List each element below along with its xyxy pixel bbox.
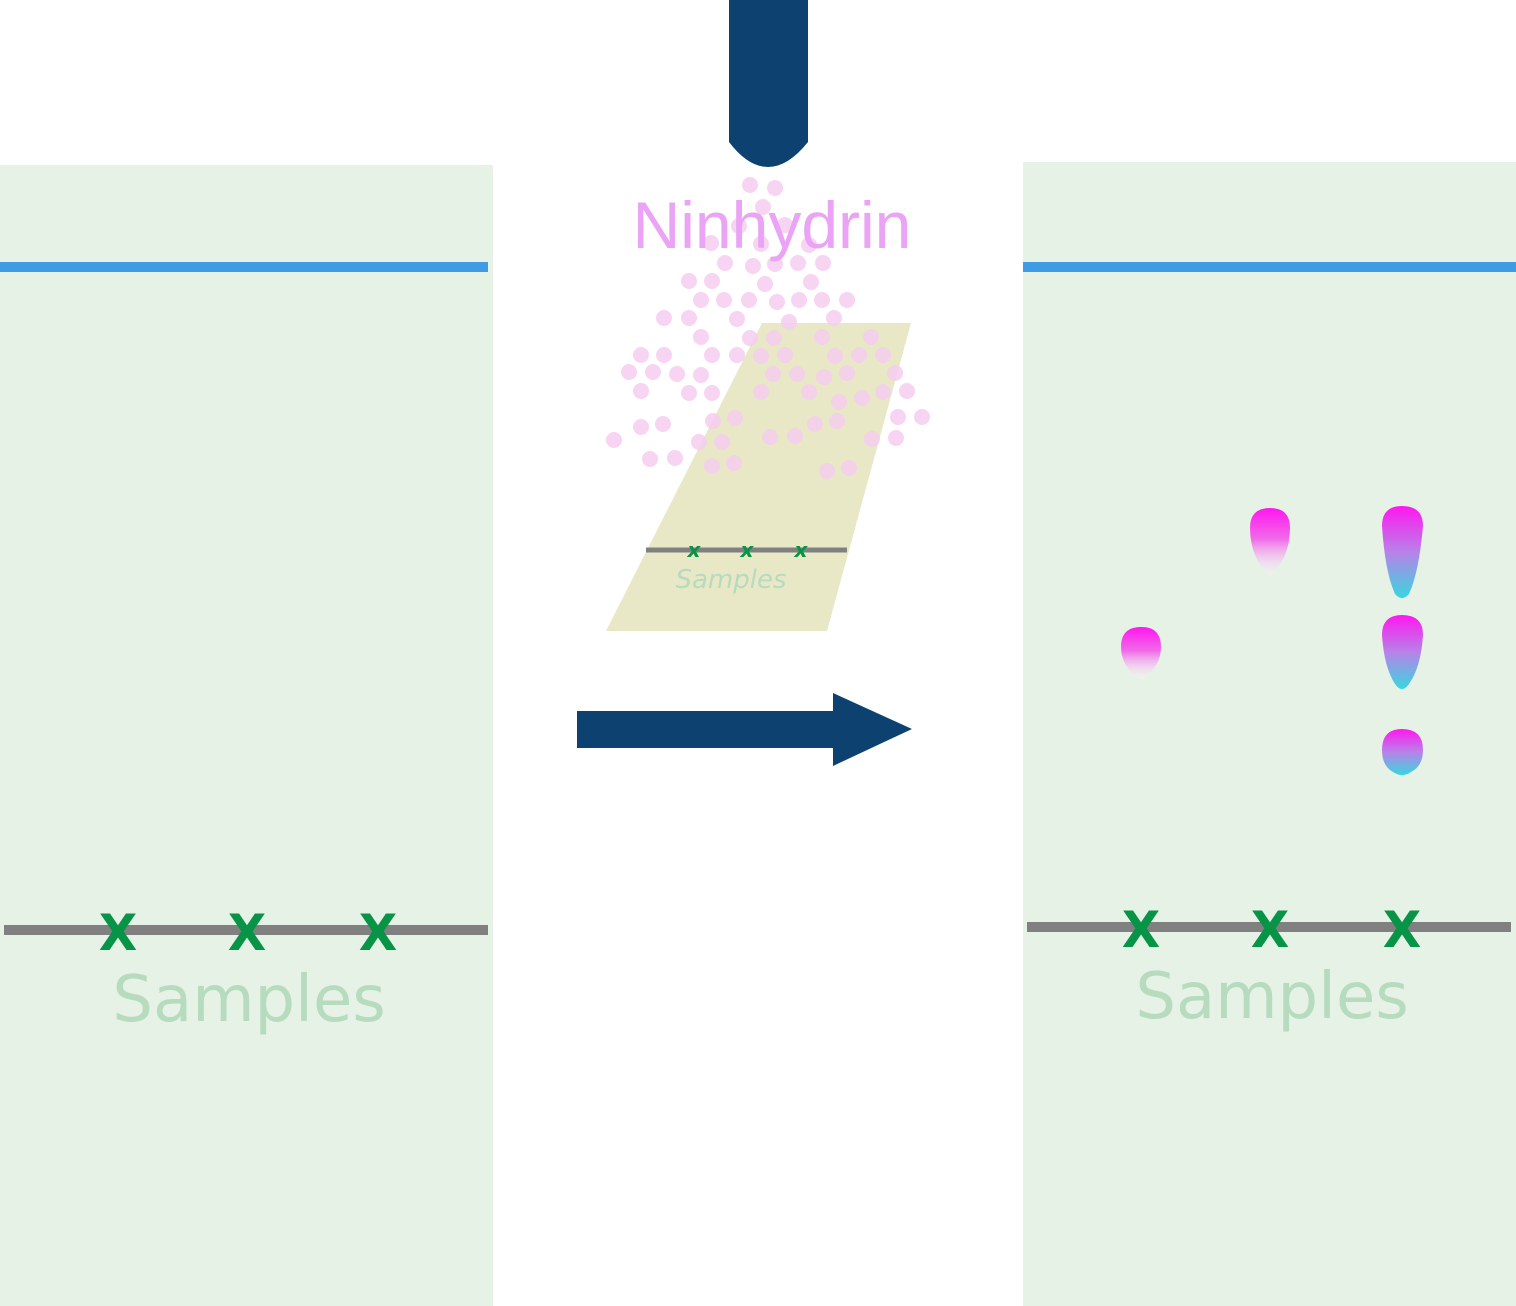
developed-spots — [1121, 506, 1423, 775]
sample-mark-1: X — [98, 904, 138, 962]
solvent-front-line — [1023, 262, 1516, 272]
ninhydrin-label: Ninhydrin — [633, 188, 912, 262]
spot-sample-1 — [1121, 627, 1161, 680]
sprayer-nozzle-icon — [729, 0, 808, 167]
samples-label: Samples — [1135, 960, 1409, 1034]
spot-sample-2 — [1250, 508, 1290, 577]
spot-sample-3-bottom — [1382, 729, 1423, 775]
spray-illustration: Ninhydrin x x x Samples — [577, 0, 930, 766]
left-tlc-plate: X X X Samples — [0, 165, 493, 1306]
samples-label: Samples — [112, 963, 386, 1037]
sample-mark-1: X — [1121, 901, 1161, 959]
right-tlc-plate: X X X Samples — [1023, 162, 1516, 1306]
sample-mark-2: X — [227, 904, 267, 962]
sample-mark-3: X — [1382, 901, 1422, 959]
spot-sample-3-middle — [1382, 615, 1423, 689]
spray-droplets — [606, 177, 930, 479]
mini-sample-mark-2: x — [740, 538, 755, 562]
sample-mark-3: X — [358, 904, 398, 962]
mini-sample-mark-3: x — [794, 538, 809, 562]
solvent-front-line — [0, 262, 488, 272]
mini-samples-label: Samples — [675, 565, 786, 595]
baseline — [1027, 922, 1511, 932]
mini-sample-mark-1: x — [687, 538, 702, 562]
arrow-right-icon — [577, 693, 912, 766]
spot-sample-3-top — [1382, 506, 1423, 598]
sample-mark-2: X — [1250, 901, 1290, 959]
baseline — [4, 925, 488, 935]
